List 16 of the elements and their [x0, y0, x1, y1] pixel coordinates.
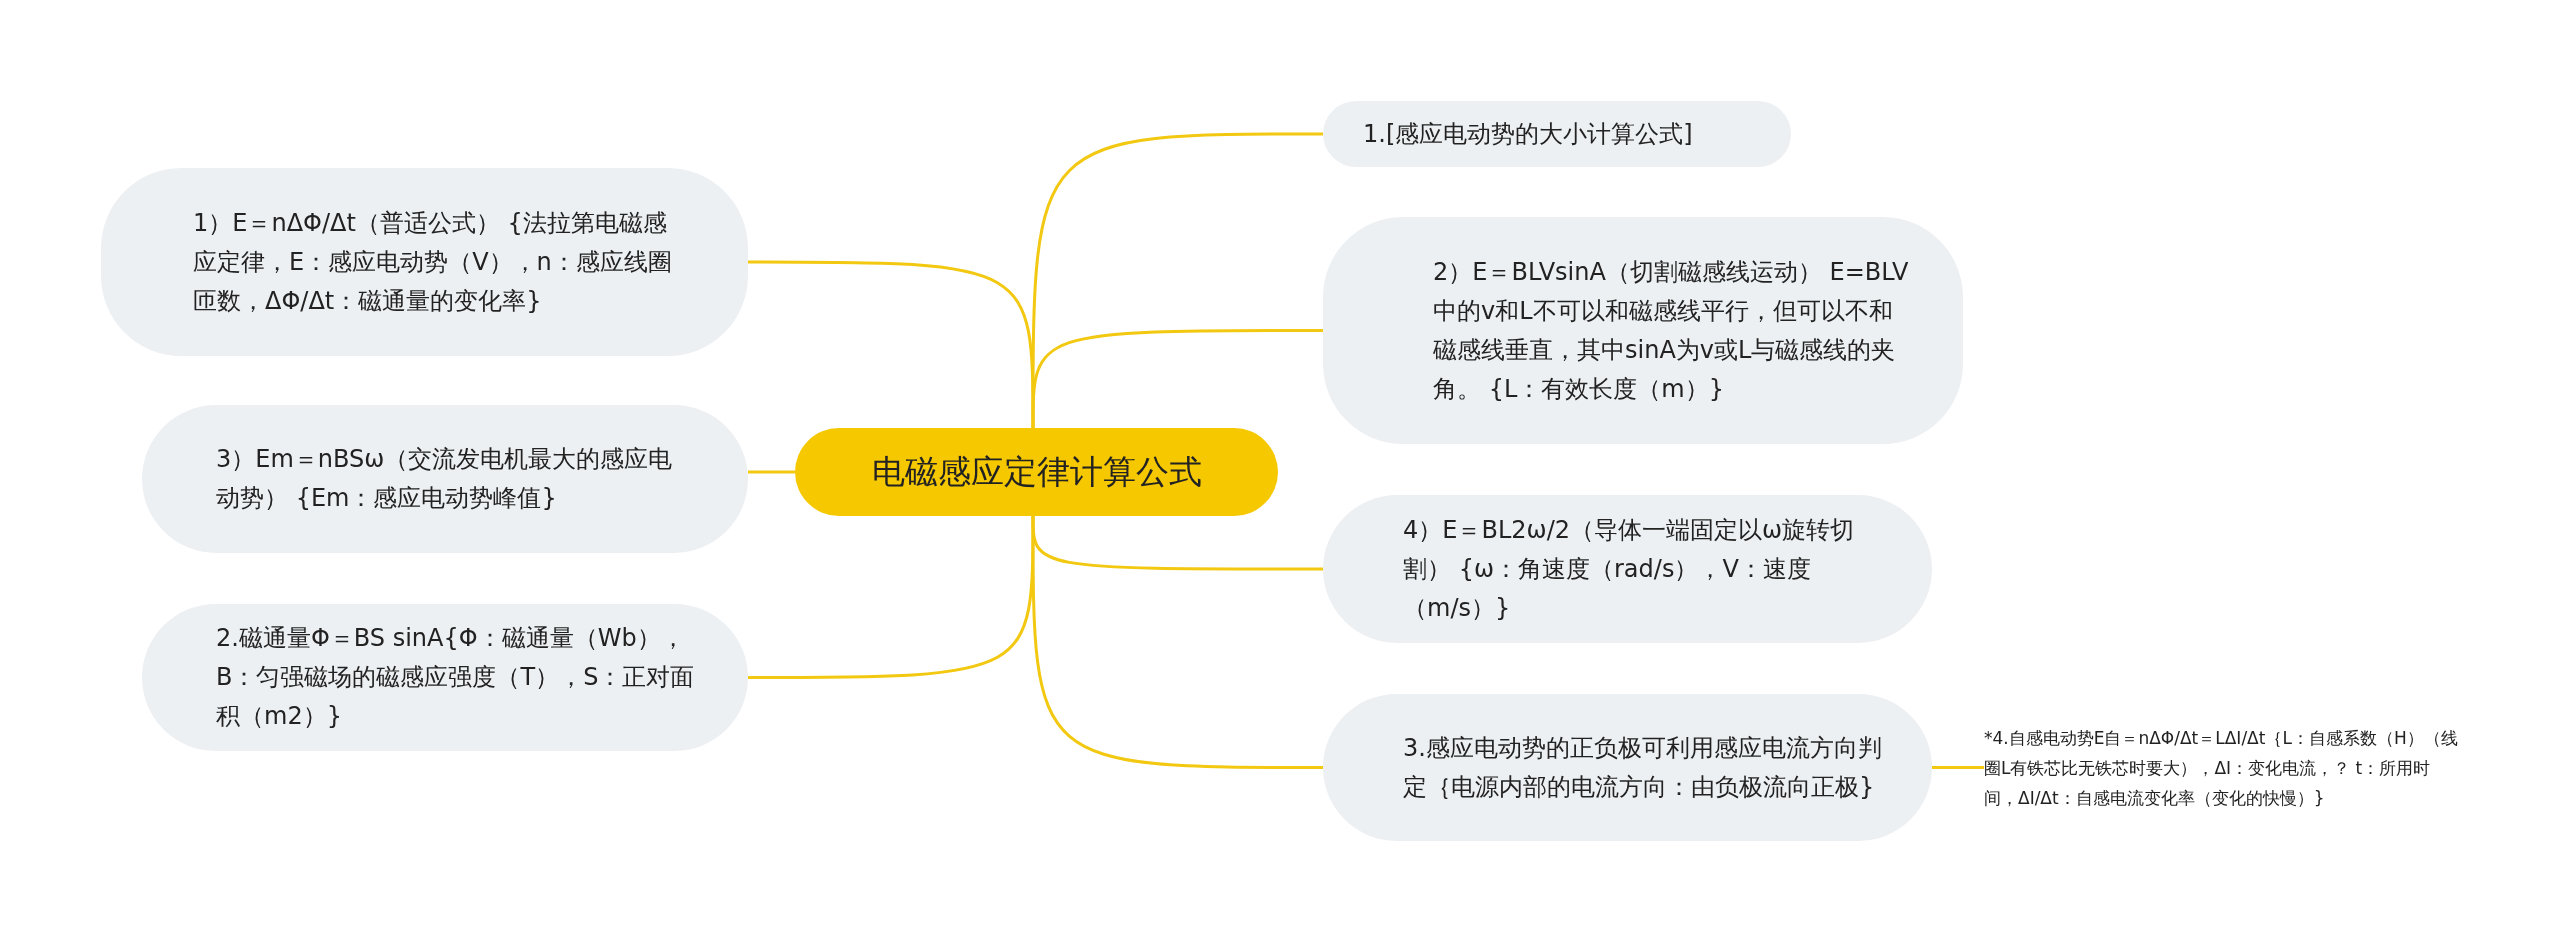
- topic-text: 3）Em＝nBSω（交流发电机最大的感应电动势） {Em：感应电动势峰值}: [216, 444, 674, 514]
- topic-text: 1）E＝nΔΦ/Δt（普适公式） {法拉第电磁感应定律，E：感应电动势（V），n：感应线圈匝数，ΔΦ/Δt：磁通量的变化率}: [193, 207, 673, 317]
- topic-text: 2）E＝BLVsinA（切割磁感线运动） E=BLV中的v和L不可以和磁感线平行，但可以不和磁感线垂直，其中sinA为v或L与磁感线的夹角。 {L：有效长度（m）}: [1433, 256, 1910, 405]
- connector-line: [748, 260, 1035, 428]
- connector-line: [1031, 516, 1323, 769]
- topic-bubble: [1323, 217, 1963, 444]
- topic-text: 4）E＝BL2ω/2（导体一端固定以ω旋转切割） {ω：角速度（rad/s），V：速度（m/s）}: [1403, 514, 1856, 624]
- connector-line: [748, 470, 795, 474]
- topic-text: 1.[感应电动势的大小计算公式]: [1363, 118, 1693, 150]
- connector-line: [1031, 132, 1323, 428]
- note-text: *4.自感电动势E自＝nΔΦ/Δt＝LΔI/Δt｛L：自感系数（H）（线圈L有铁芯比无铁芯时要大），ΔI：变化电流，？ t：所用时间，ΔI/Δt：自感电流变化率（变化的快慢）}: [1984, 700, 2464, 835]
- connector-line: [748, 516, 1035, 679]
- topic-text: 3.感应电动势的正负极可利用感应电流方向判定｛电源内部的电流方向：由负极流向正极}: [1403, 732, 1882, 803]
- topic-text: 2.磁通量Φ＝BS sinA{Φ：磁通量（Wb），B：匀强磁场的磁感应强度（T），S：正对面积（m2）}: [216, 623, 696, 732]
- topic-text: 电磁感应定律计算公式: [871, 450, 1202, 493]
- connector-line: [1932, 766, 1984, 769]
